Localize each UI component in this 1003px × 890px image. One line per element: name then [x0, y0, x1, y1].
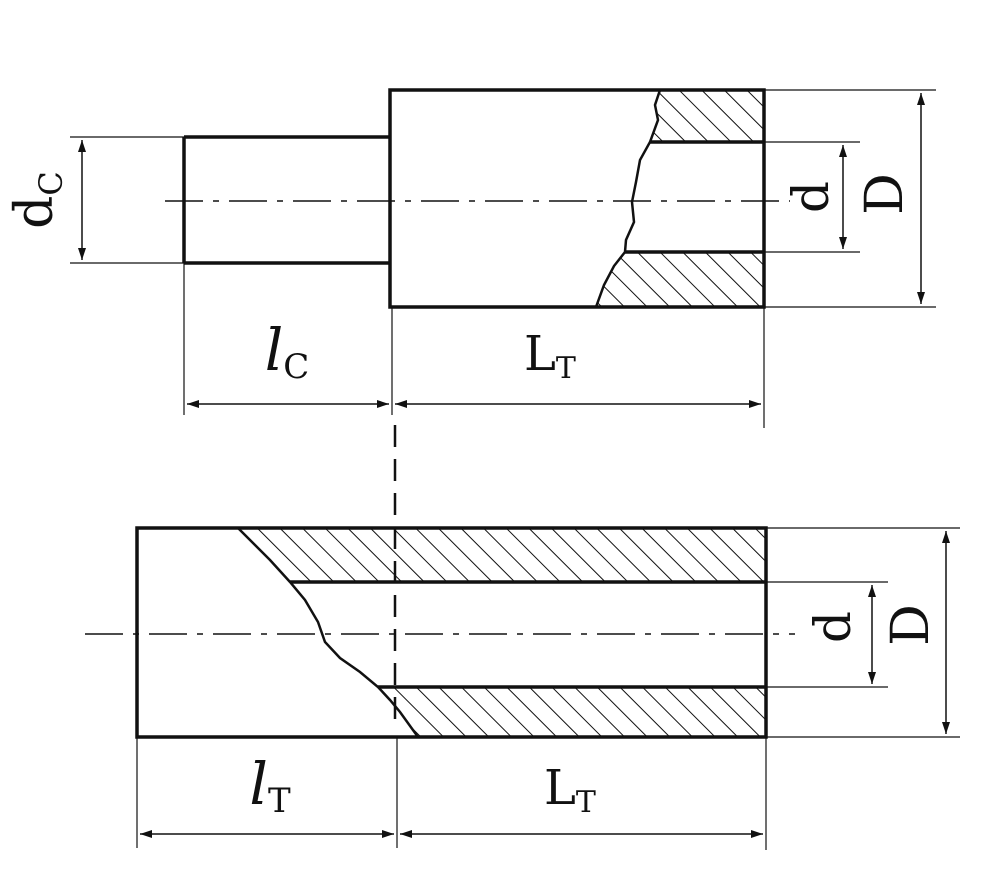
bottom-break-line — [237, 527, 420, 738]
top-lc-label: lC — [265, 316, 310, 387]
bottom-lower-wall-hatch — [378, 687, 766, 737]
bottom-part: d D lT LT — [85, 526, 960, 850]
top-LT-label: LT — [524, 326, 576, 386]
bottom-d-label: d — [804, 611, 862, 643]
top-d-label: d — [782, 181, 840, 213]
bottom-D-label: D — [881, 604, 941, 646]
top-body-outline — [388, 88, 766, 309]
top-break-line — [594, 89, 662, 308]
top-part: dC d D lC LT — [5, 88, 936, 428]
bottom-body-outline — [135, 526, 768, 739]
bottom-LT-label: LT — [544, 760, 596, 820]
bottom-upper-wall-hatch — [238, 528, 766, 582]
bottom-lt-label: lT — [249, 750, 291, 821]
top-upper-wall-hatch — [650, 90, 764, 142]
top-D-label: D — [855, 173, 915, 215]
top-lower-wall-hatch — [596, 252, 764, 307]
top-dc-label: dC — [5, 171, 70, 229]
